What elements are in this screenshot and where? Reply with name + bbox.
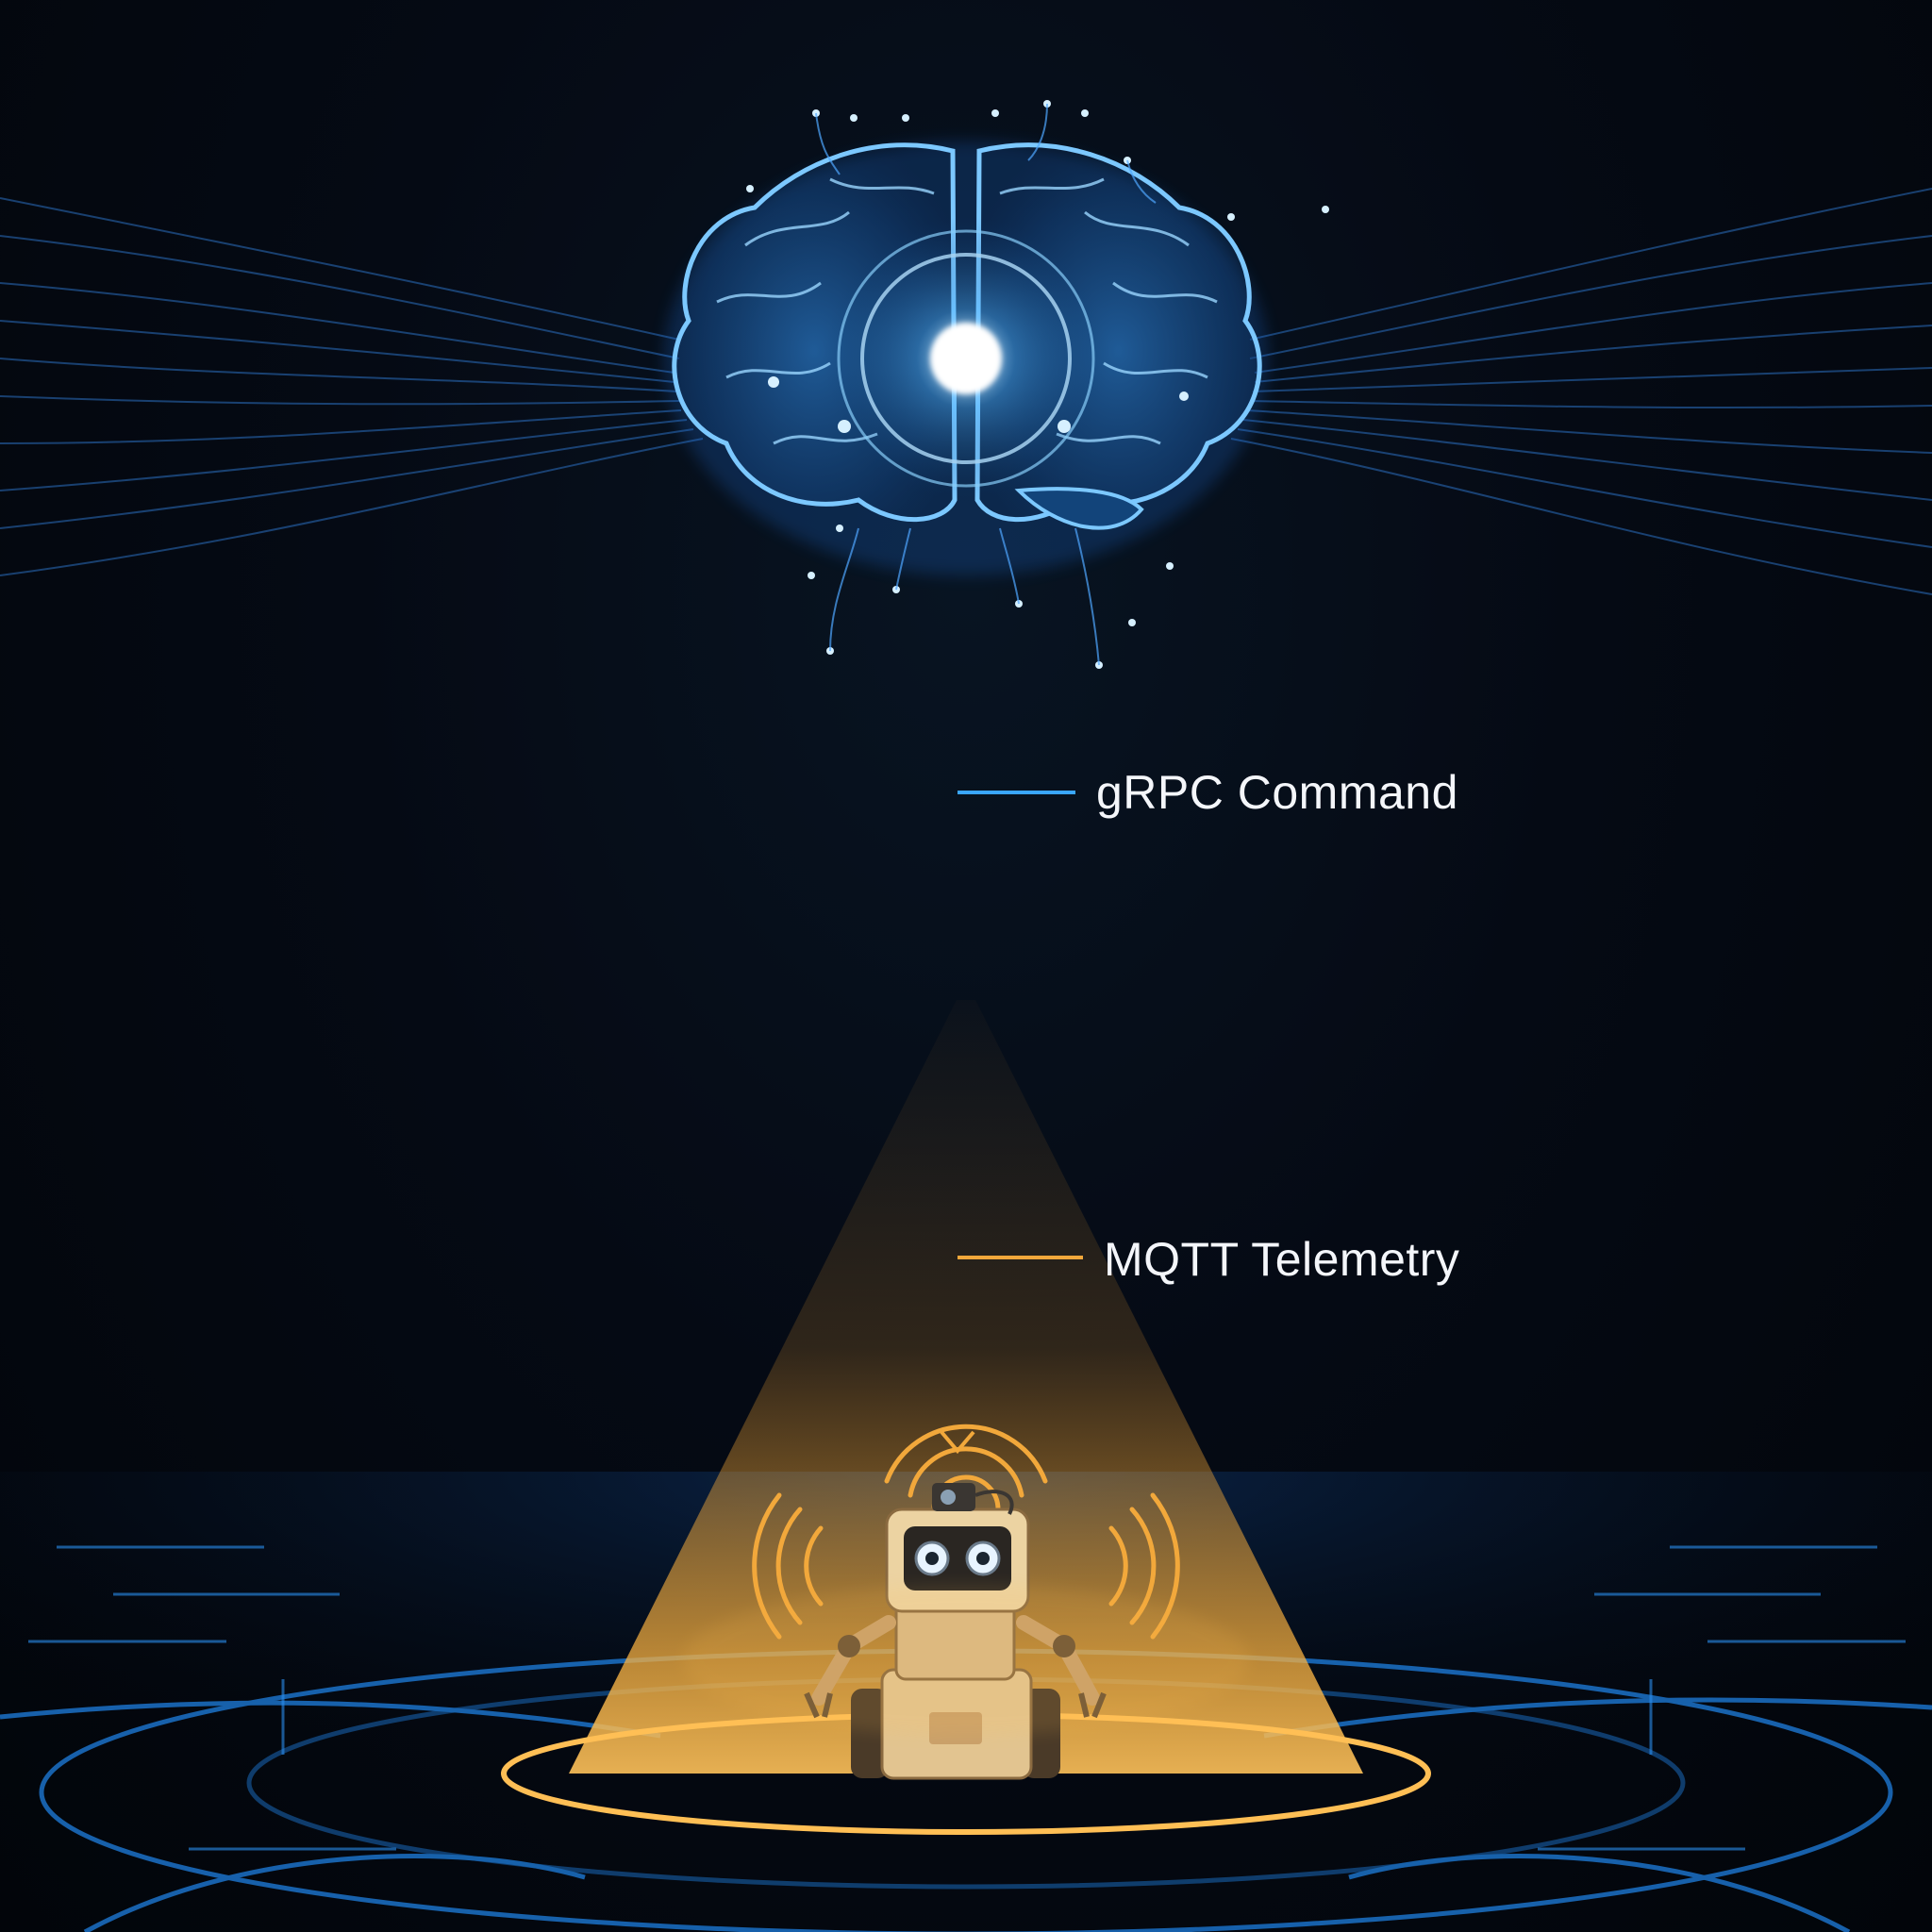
neural-fibers xyxy=(0,188,1932,595)
spotlight-beam xyxy=(569,1000,1363,1774)
mqtt-telemetry-label: MQTT Telemetry xyxy=(1104,1233,1460,1286)
grpc-command-label: gRPC Command xyxy=(1096,766,1458,819)
brain-icon xyxy=(664,100,1329,669)
